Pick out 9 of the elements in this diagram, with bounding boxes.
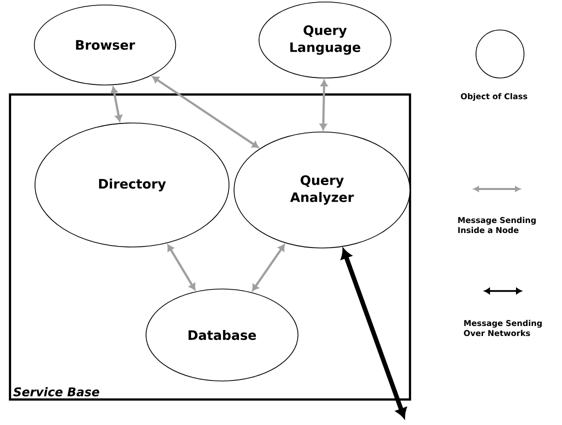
network-arrow bbox=[340, 248, 407, 418]
legend-text: Message Sending Over Networks bbox=[464, 320, 542, 336]
legend-text: Object of Class bbox=[460, 93, 528, 101]
message-arrow bbox=[110, 86, 122, 122]
message-arrow bbox=[252, 244, 285, 292]
message-arrow bbox=[167, 244, 196, 290]
legend-text: Message Sending Inside a Node bbox=[458, 216, 536, 234]
message-arrow bbox=[152, 76, 259, 148]
message-arrow bbox=[320, 80, 328, 130]
